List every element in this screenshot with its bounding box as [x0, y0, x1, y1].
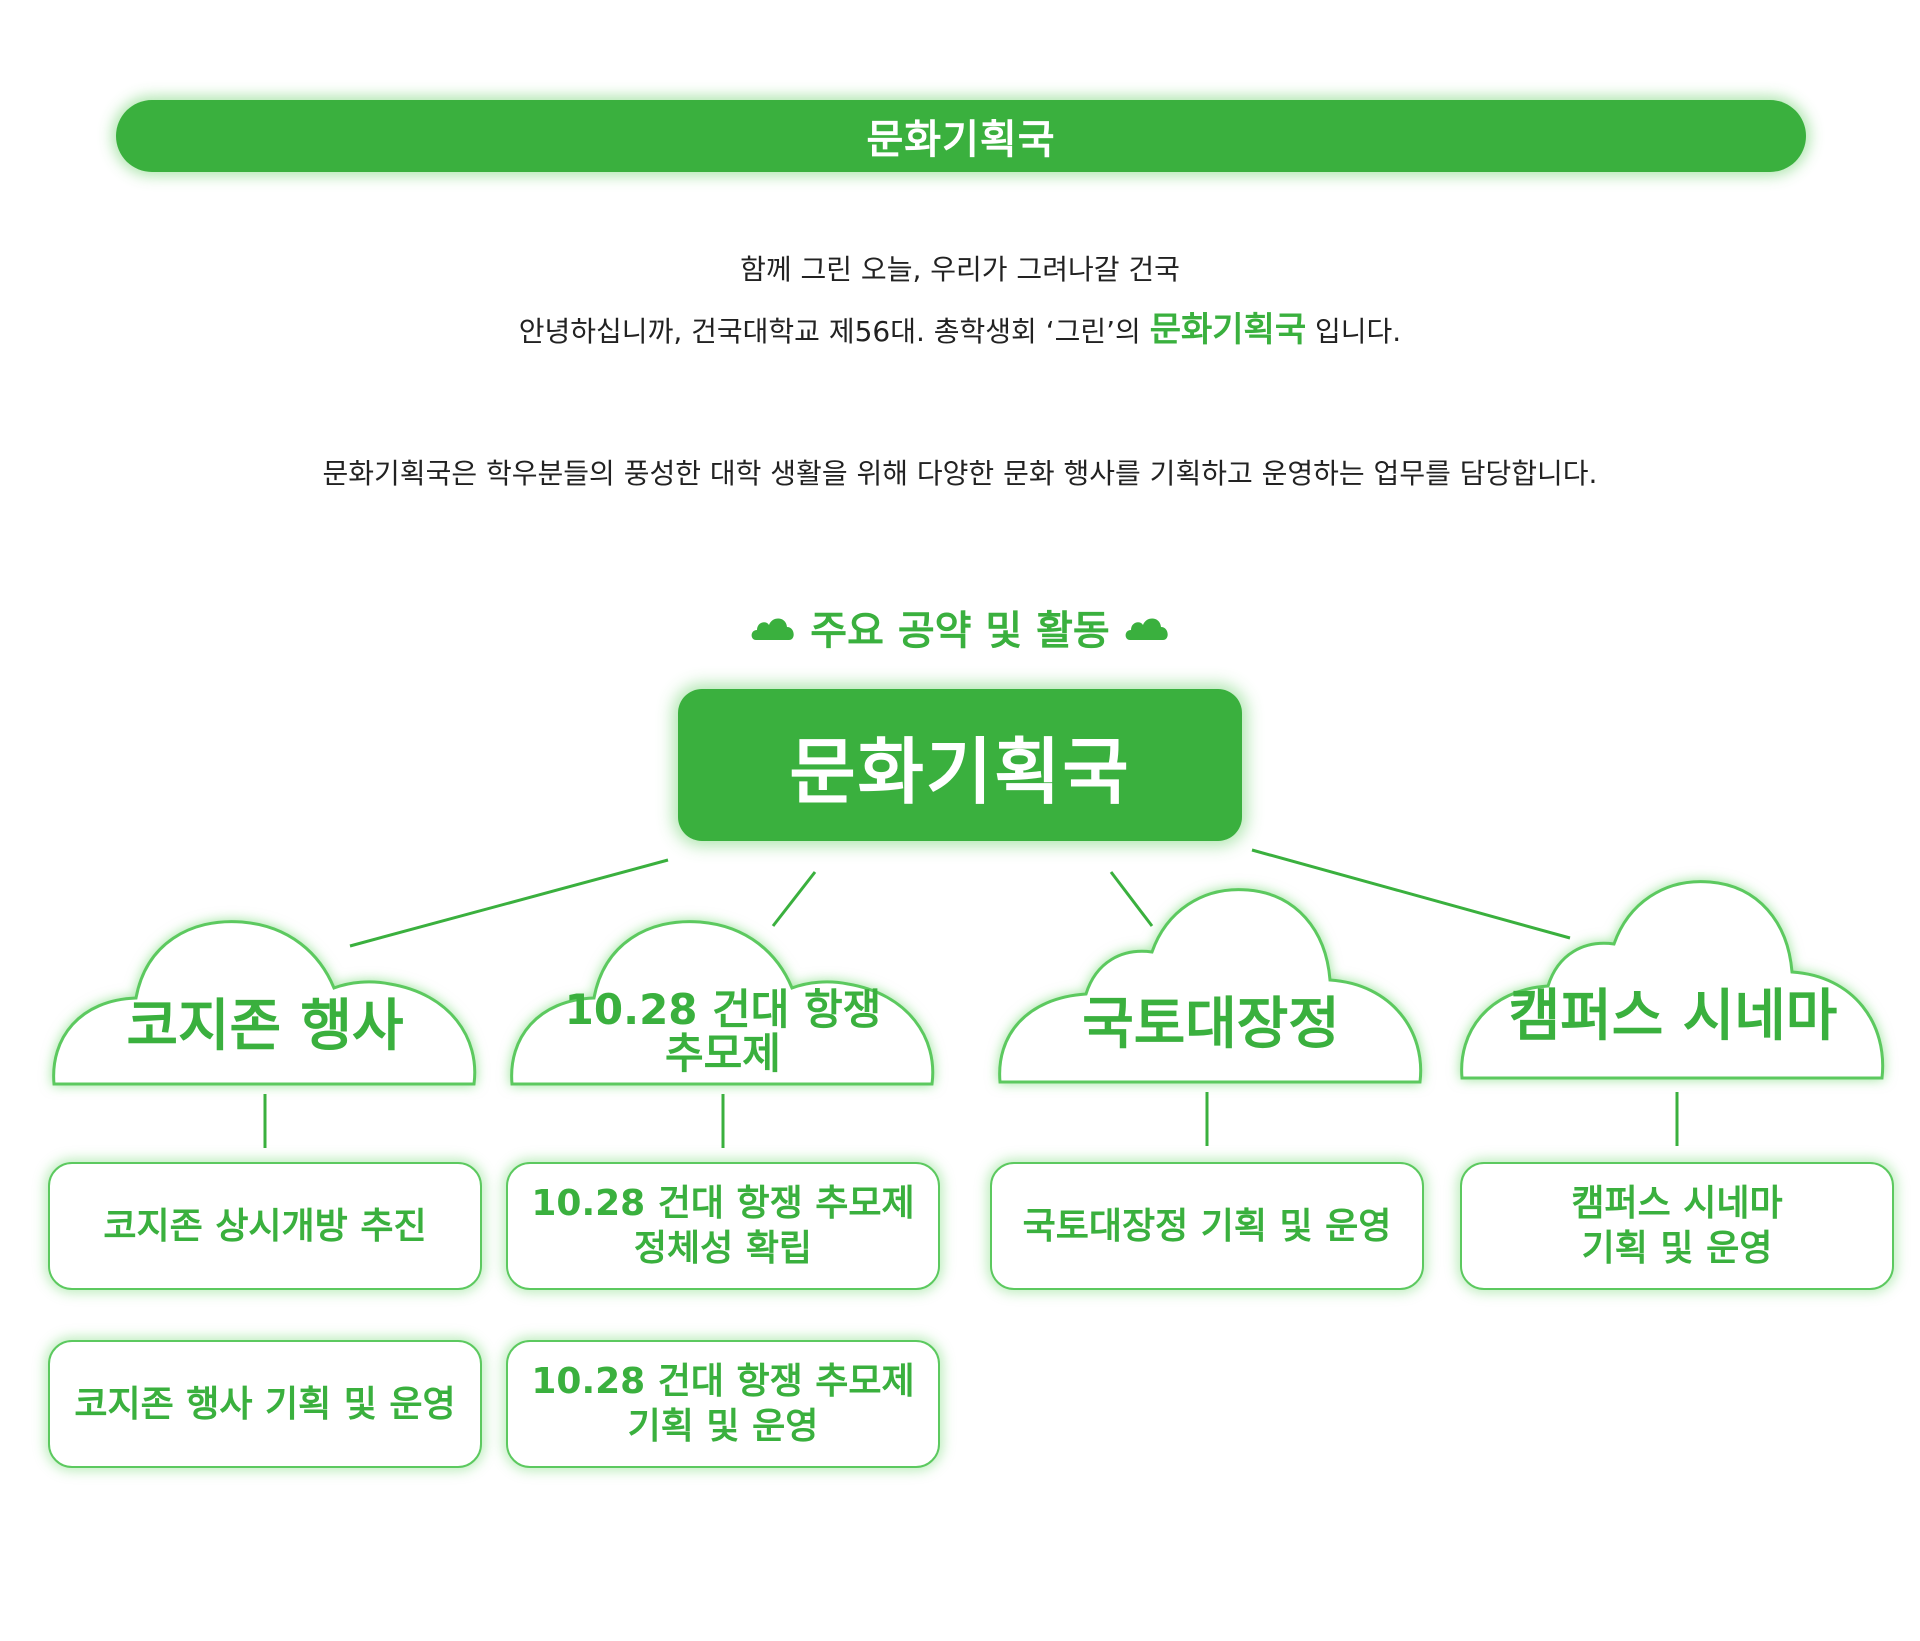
intro-tagline: 함께 그린 오늘, 우리가 그려나갈 건국 [740, 253, 1180, 286]
branch-cloud: 캠퍼스 시네마 [1458, 880, 1888, 1082]
intro-description: 문화기획국은 학우분들의 풍성한 대학 생활을 위해 다양한 문화 행사를 기획… [322, 457, 1598, 490]
cloud-icon [751, 618, 794, 640]
task-box: 코지존 행사 기획 및 운영 [48, 1340, 482, 1468]
task-box: 캠퍼스 시네마 기획 및 운영 [1460, 1162, 1894, 1290]
cloud-shape [510, 920, 935, 1086]
task-box: 코지존 상시개방 추진 [48, 1162, 482, 1290]
branch-cloud: 10.28 건대 항쟁 추모제 [508, 888, 938, 1088]
branch-cloud: 코지존 행사 [50, 888, 480, 1088]
task-label: 10.28 건대 항쟁 추모제 기획 및 운영 [531, 1361, 915, 1447]
task-label: 캠퍼스 시네마 기획 및 운영 [1571, 1183, 1783, 1269]
intro-greeting-before: 안녕하십니까, 건국대학교 제56대. 총학생회 ‘그린’의 [518, 315, 1141, 348]
root-node-label: 문화기획국 [789, 729, 1131, 814]
intro-greeting: 안녕하십니까, 건국대학교 제56대. 총학생회 ‘그린’의 문화기획국 입니다… [0, 302, 1920, 351]
task-label: 10.28 건대 항쟁 추모제 정체성 확립 [531, 1183, 915, 1269]
cloud-shape [52, 920, 477, 1086]
task-box: 10.28 건대 항쟁 추모제 정체성 확립 [506, 1162, 940, 1290]
header-title: 문화기획국 [866, 117, 1056, 163]
task-label: 코지존 상시개방 추진 [103, 1205, 427, 1247]
connector-line [1109, 871, 1154, 927]
branch-cloud: 국토대장정 [996, 886, 1426, 1086]
cloud-icon [1125, 618, 1168, 640]
task-label: 국토대장정 기획 및 운영 [1022, 1205, 1392, 1247]
cloud-shape [1460, 880, 1885, 1080]
connector-line [349, 858, 669, 948]
connector-line [771, 871, 817, 927]
connector-line [1251, 848, 1571, 940]
section-title: 주요 공약 및 활동 [810, 608, 1110, 654]
task-box: 국토대장정 기획 및 운영 [990, 1162, 1424, 1290]
intro-greeting-highlight: 문화기획국 [1149, 310, 1307, 350]
section-heading: 주요 공약 및 활동 [0, 598, 1920, 656]
branch-label: 캠퍼스 시네마 [1508, 984, 1838, 1049]
root-node: 문화기획국 [678, 689, 1242, 841]
task-label: 코지존 행사 기획 및 운영 [74, 1383, 456, 1425]
branch-label: 국토대장정 [1082, 992, 1340, 1057]
cloud-shape [998, 888, 1423, 1084]
task-box: 10.28 건대 항쟁 추모제 기획 및 운영 [506, 1340, 940, 1468]
header-title-bar: 문화기획국 [116, 100, 1806, 172]
branch-label: 코지존 행사 [126, 994, 404, 1059]
intro-greeting-after: 입니다. [1315, 315, 1402, 348]
branch-label: 10.28 건대 항쟁 추모제 [564, 985, 882, 1079]
